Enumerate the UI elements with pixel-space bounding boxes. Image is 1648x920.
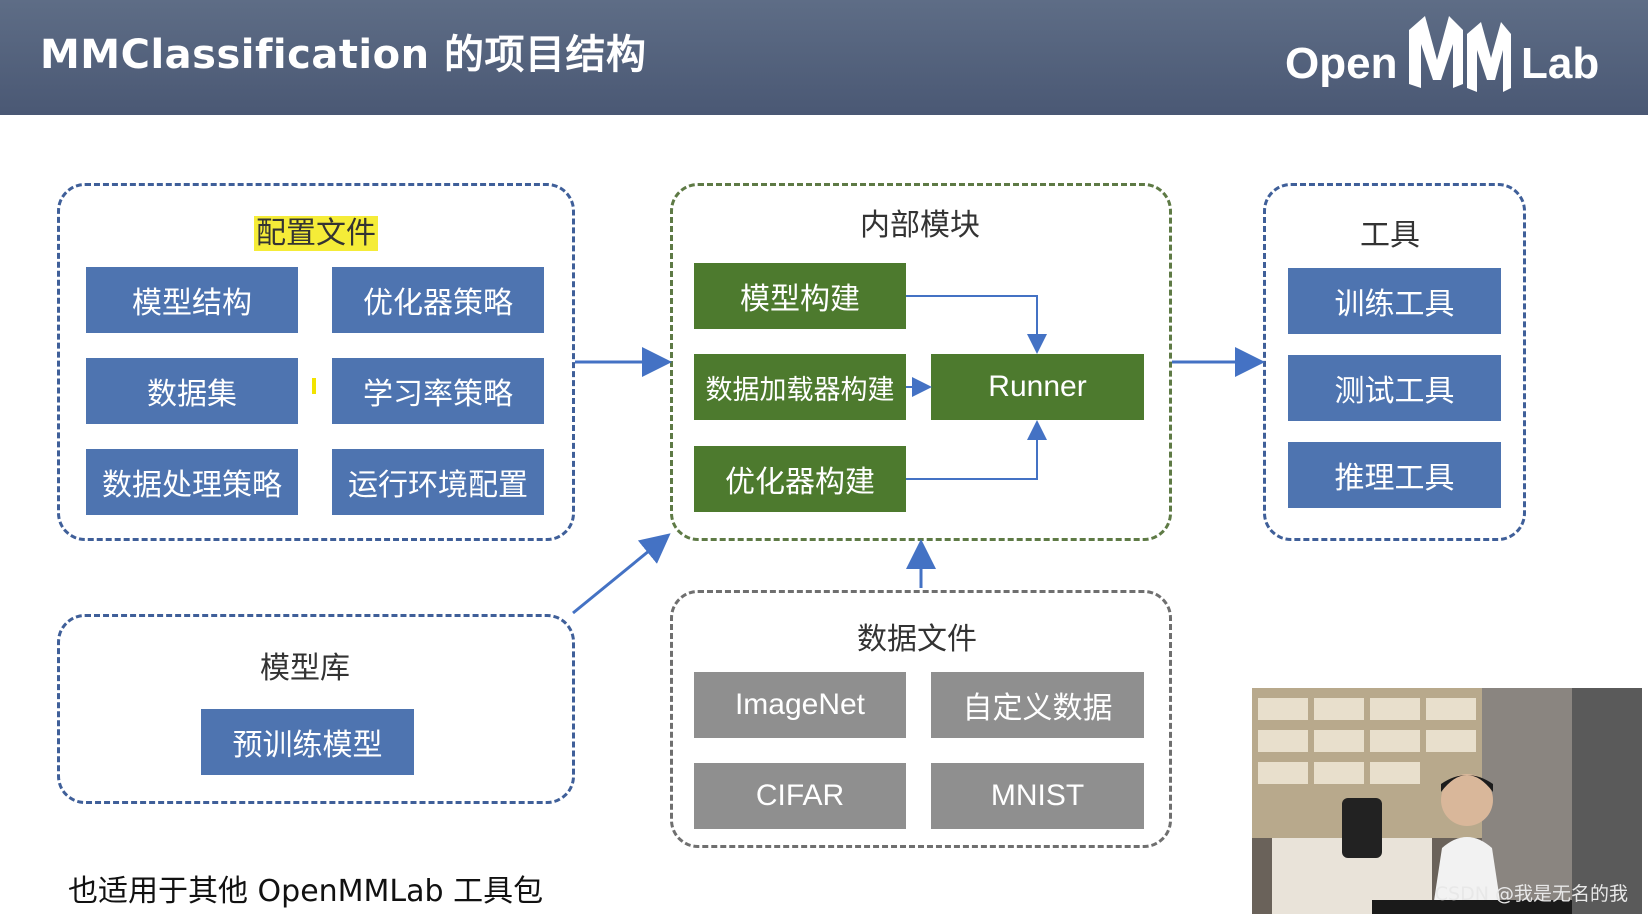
cifar-box: CIFAR <box>694 763 906 829</box>
config-files-group <box>57 183 575 541</box>
header-bar: MMClassification 的项目结构 Open Lab <box>0 0 1648 115</box>
config-files-title: 配置文件 <box>254 216 378 251</box>
arrow-modelzoo-to-internal <box>572 533 671 615</box>
optimizer-strategy-box: 优化器策略 <box>332 267 544 333</box>
runner-box: Runner <box>931 354 1144 420</box>
model-build-box: 模型构建 <box>694 263 906 329</box>
presenter-video: CSDN @我是无名的我 <box>1252 688 1642 914</box>
runtime-config-box: 运行环境配置 <box>332 449 544 515</box>
dataloader-build-box: 数据加载器构建 <box>694 354 906 420</box>
test-tool-box: 测试工具 <box>1288 355 1501 421</box>
pretrained-model-box: 预训练模型 <box>201 709 414 775</box>
model-zoo-group <box>57 614 575 804</box>
page-title: MMClassification 的项目结构 <box>40 32 647 78</box>
model-structure-box: 模型结构 <box>86 267 298 333</box>
csdn-watermark: CSDN @我是无名的我 <box>1434 883 1628 905</box>
logo-mm-mark <box>1409 16 1463 88</box>
openmmlab-logo: Open Lab <box>1285 16 1599 92</box>
data-files-group <box>670 590 1172 848</box>
presenter-scene <box>1252 688 1642 914</box>
footnote-text: 也适用于其他 OpenMMLab 工具包 <box>68 874 544 909</box>
custom-data-box: 自定义数据 <box>931 672 1144 738</box>
inference-tool-box: 推理工具 <box>1288 442 1501 508</box>
lr-strategy-box: 学习率策略 <box>332 358 544 424</box>
internal-modules-title: 内部模块 <box>860 208 980 243</box>
data-files-title: 数据文件 <box>857 622 977 657</box>
logo-m-mark <box>1467 22 1511 92</box>
text-cursor-mark <box>312 378 316 394</box>
dataset-box: 数据集 <box>86 358 298 424</box>
tools-title: 工具 <box>1360 218 1420 253</box>
model-zoo-title: 模型库 <box>260 651 350 686</box>
optimizer-build-box: 优化器构建 <box>694 446 906 512</box>
logo-text-open: Open <box>1285 39 1397 88</box>
mnist-box: MNIST <box>931 763 1144 829</box>
logo-text-lab: Lab <box>1521 39 1599 88</box>
data-processing-box: 数据处理策略 <box>86 449 298 515</box>
arrow-modelbuild-to-runner <box>906 295 1047 354</box>
train-tool-box: 训练工具 <box>1288 268 1501 334</box>
imagenet-box: ImageNet <box>694 672 906 738</box>
arrow-optimizer-to-runner <box>906 420 1047 480</box>
